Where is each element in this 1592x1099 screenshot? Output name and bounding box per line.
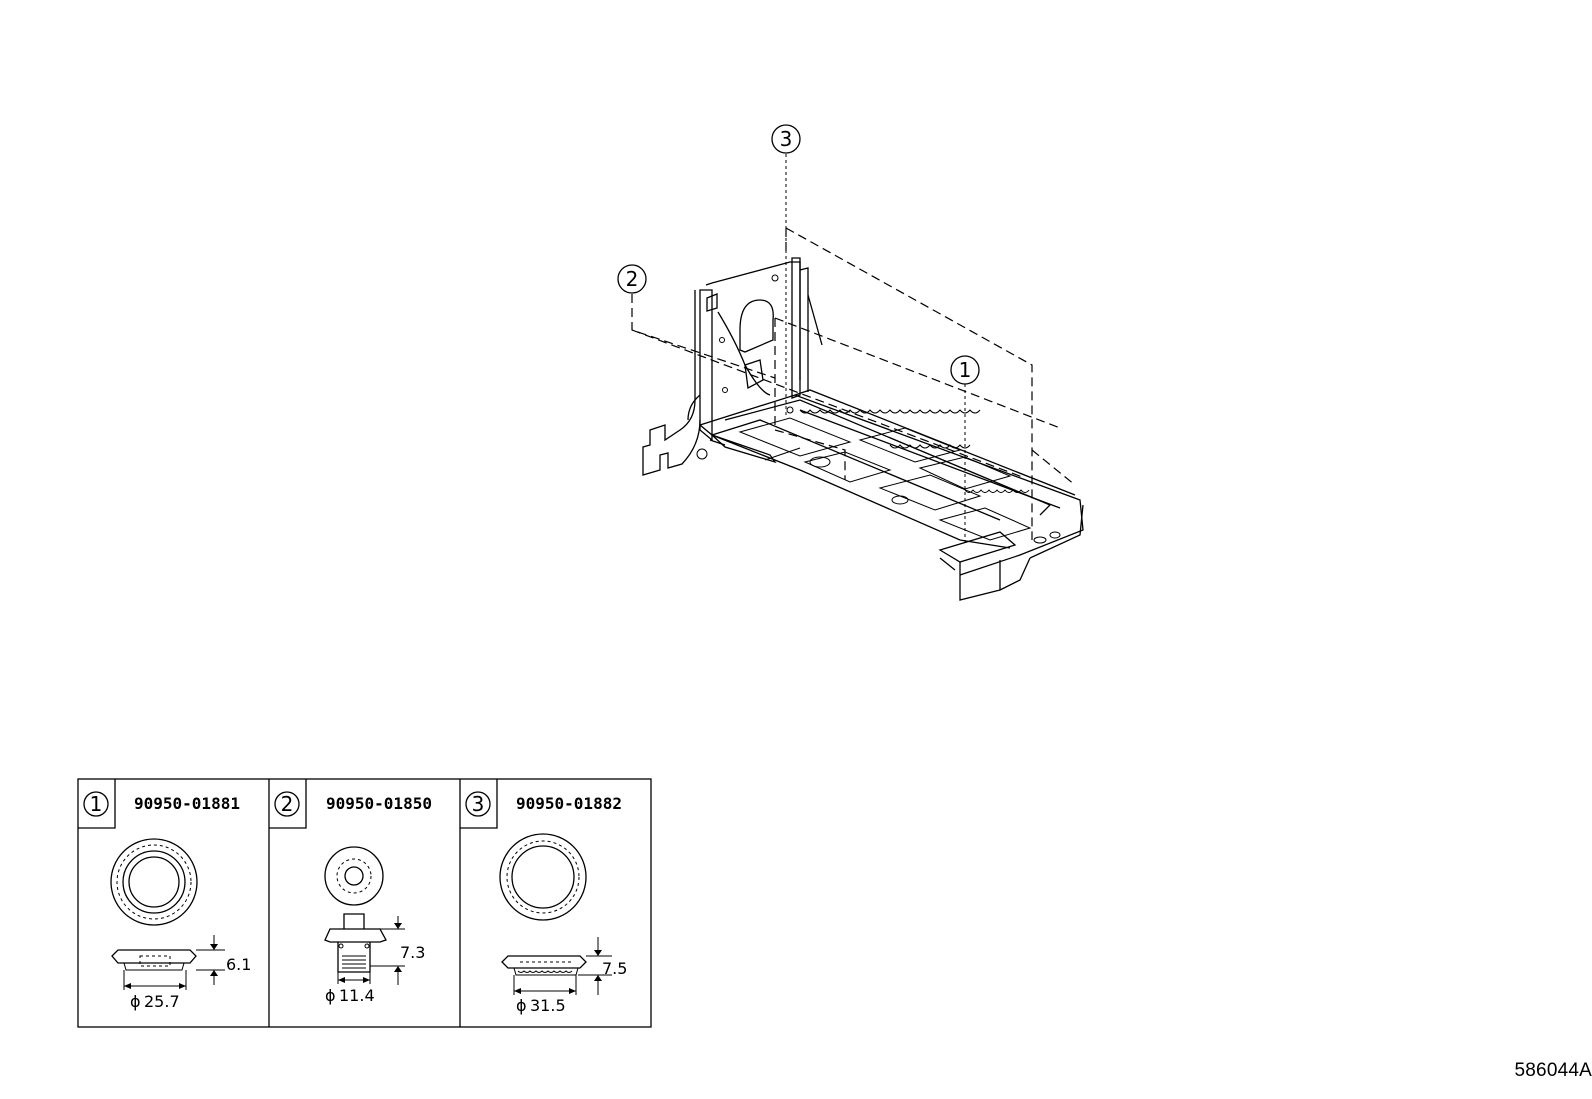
parts-table: 1 90950-01881	[77, 778, 652, 1028]
callout-2: 2	[617, 264, 647, 294]
height-dimension: 7.5	[602, 959, 627, 978]
diameter-dimension: 31.5	[530, 996, 566, 1015]
grommet-top-view	[499, 833, 587, 921]
callout-label: 2	[626, 267, 639, 291]
height-dimension: 6.1	[226, 955, 251, 974]
callout-label: 1	[959, 358, 972, 382]
diameter-symbol: ϕ	[130, 992, 141, 1011]
grommet-top-view	[110, 838, 198, 926]
part-cell-3: 3 90950-01882	[460, 779, 627, 1015]
height-dimension: 7.3	[400, 943, 425, 962]
illustration-code: 586044A	[1514, 1060, 1592, 1081]
part-number: 90950-01881	[134, 794, 240, 813]
part-cell-label: 3	[472, 792, 485, 816]
plug-side-view	[324, 913, 405, 985]
callout-1: 1	[950, 355, 980, 385]
plug-top-view	[324, 846, 384, 906]
floor-pan-illustration	[642, 257, 1084, 601]
grommet-side-view	[111, 935, 225, 990]
callout-label: 3	[780, 127, 793, 151]
diameter-symbol: ϕ	[325, 986, 336, 1005]
diameter-dimension: 25.7	[144, 992, 180, 1011]
part-number: 90950-01882	[516, 794, 622, 813]
callout-3: 3	[771, 124, 801, 154]
part-cell-label: 1	[90, 792, 103, 816]
part-cell-2: 2 90950-01850	[269, 779, 432, 1005]
part-cell-1: 1 90950-01881	[78, 779, 251, 1011]
part-cell-label: 2	[281, 792, 294, 816]
diameter-dimension: 11.4	[339, 986, 375, 1005]
diameter-symbol: ϕ	[516, 996, 527, 1015]
part-number: 90950-01850	[326, 794, 432, 813]
grommet-side-view	[501, 937, 612, 995]
leader-lines	[631, 154, 1076, 545]
